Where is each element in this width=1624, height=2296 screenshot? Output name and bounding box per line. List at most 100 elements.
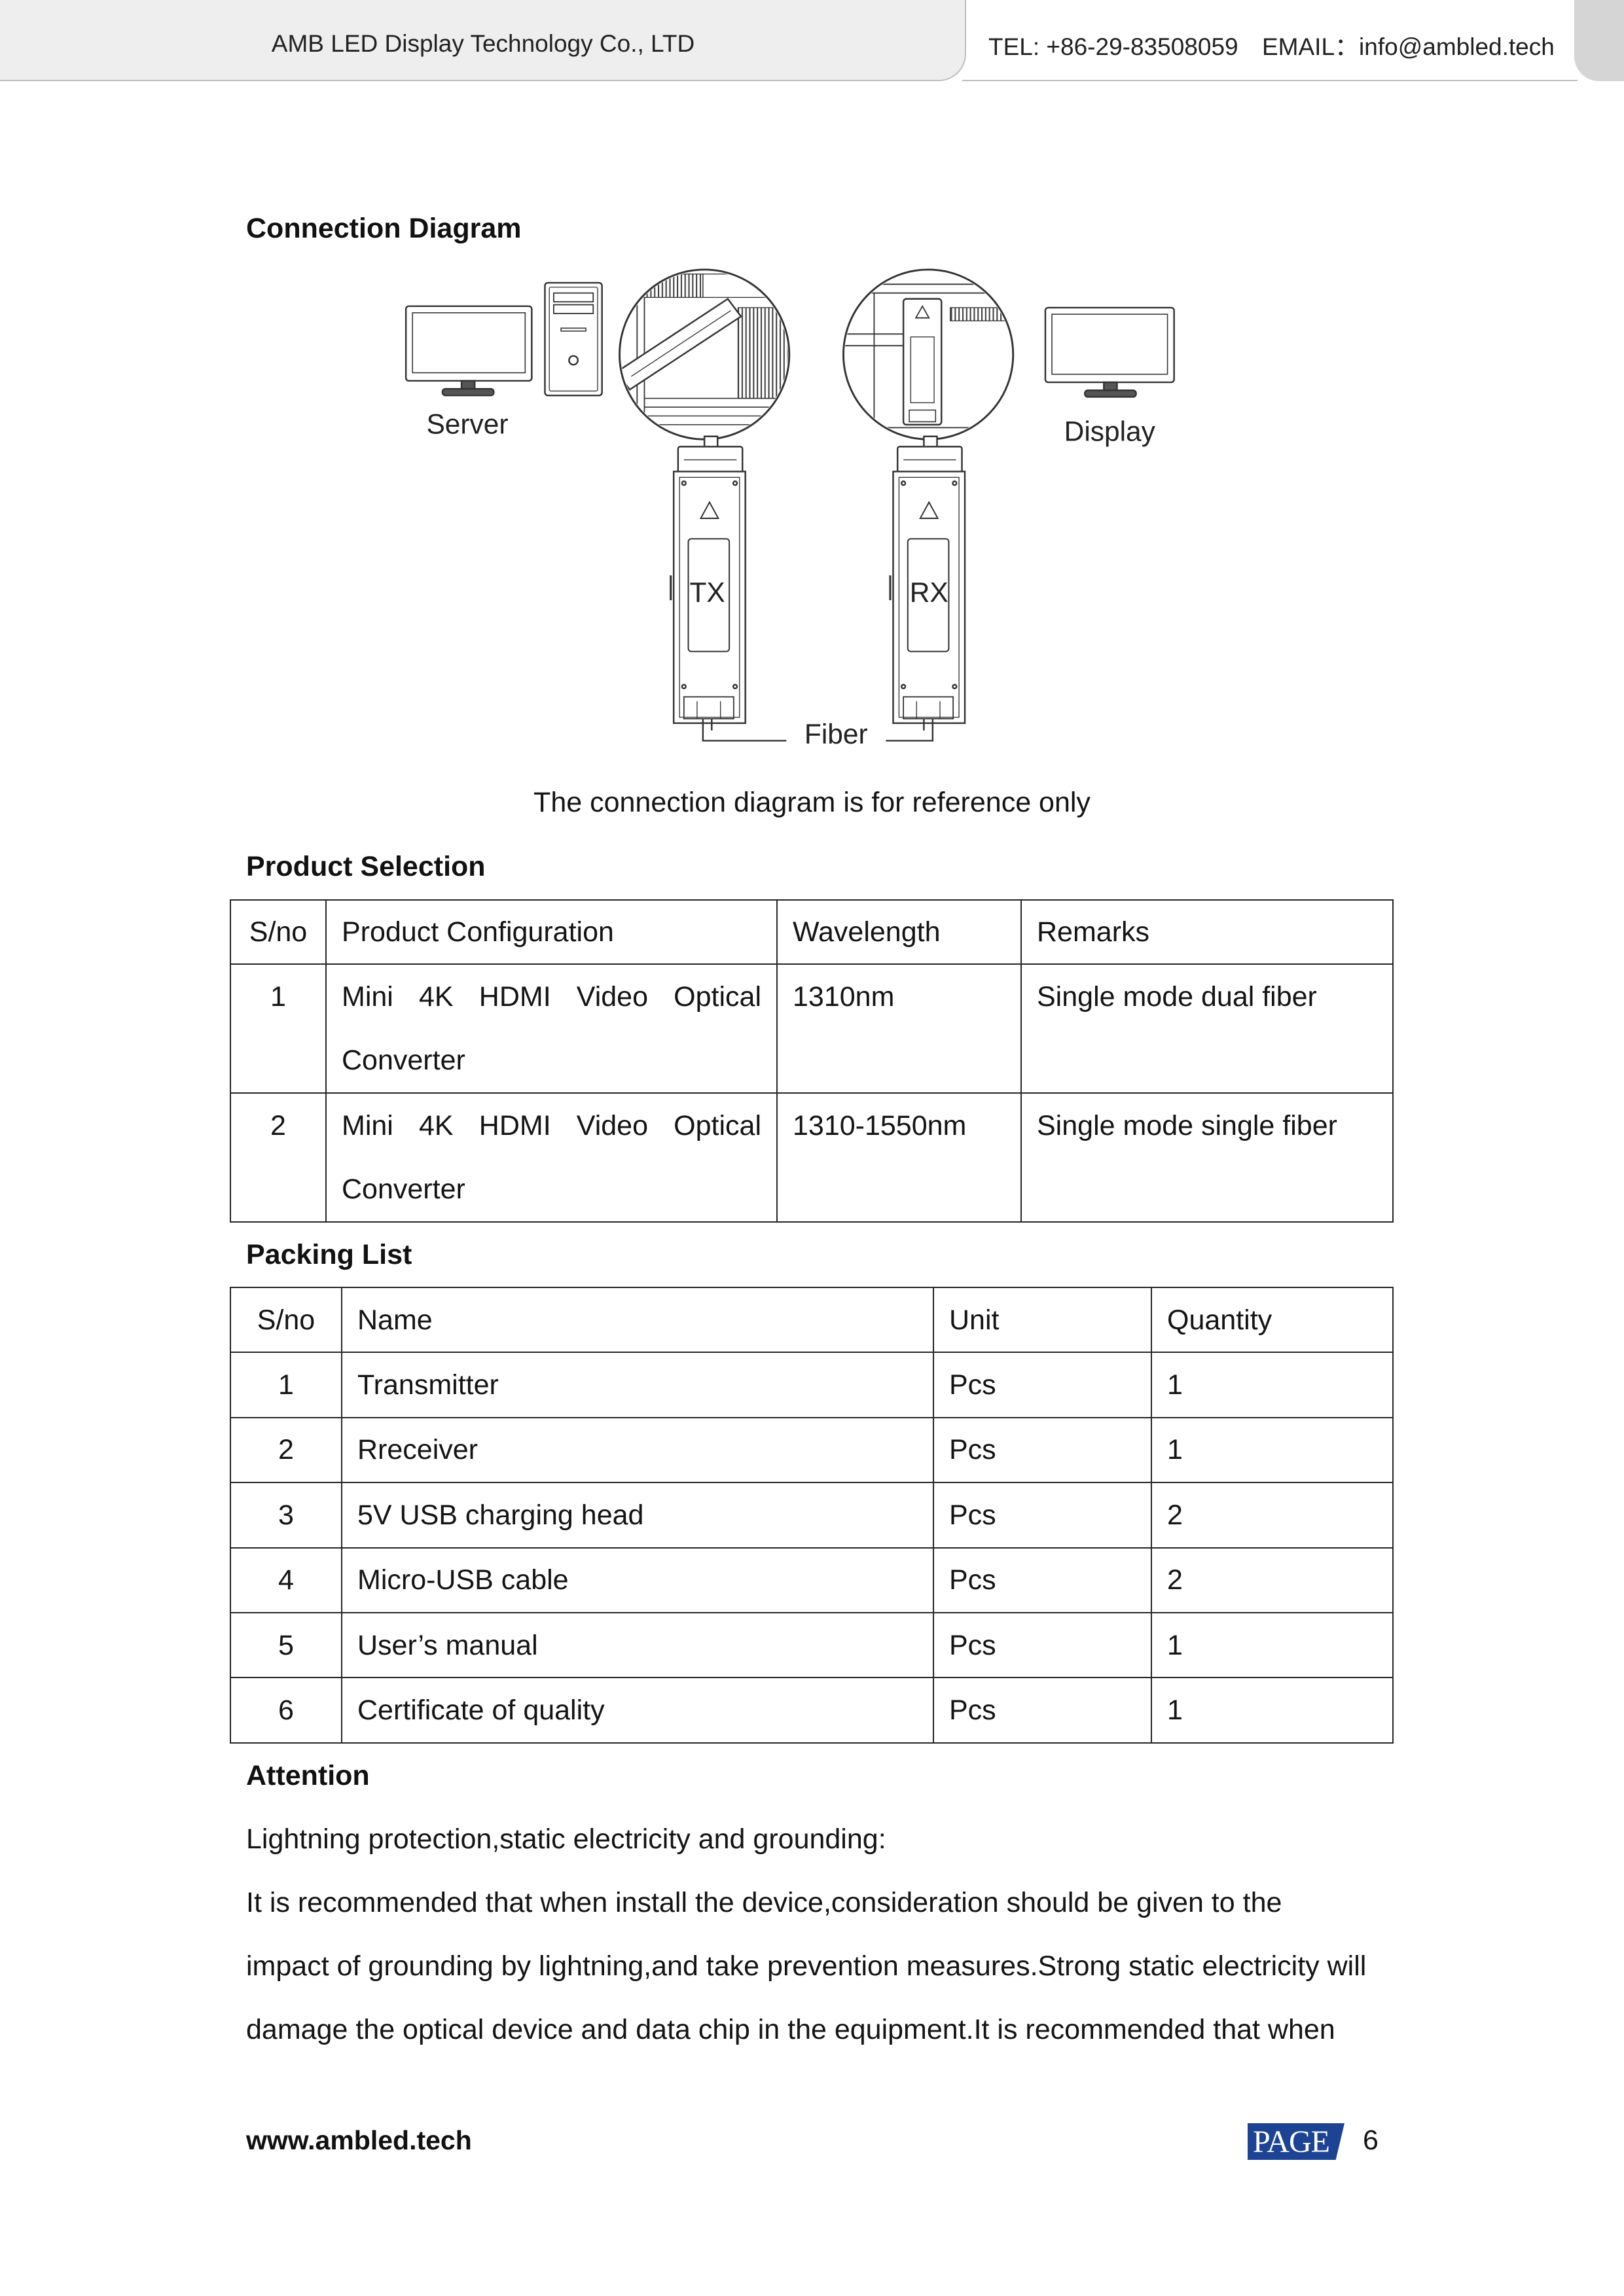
rx-label-window bbox=[907, 538, 950, 653]
display-port-zoom bbox=[842, 268, 1015, 440]
tower-drive-bay bbox=[552, 292, 594, 303]
rx-logo-icon bbox=[919, 501, 939, 519]
display-cable bbox=[844, 333, 904, 347]
server-tower-icon bbox=[544, 281, 603, 397]
table-cell-name: Transmitter bbox=[341, 1352, 934, 1418]
table-cell-quantity: 2 bbox=[1151, 1547, 1394, 1613]
tx-label: TX bbox=[689, 577, 725, 607]
table-row: 4 Micro-USB cable Pcs 2 bbox=[230, 1547, 1394, 1613]
header-rule bbox=[962, 80, 1578, 81]
tower-case bbox=[544, 281, 603, 397]
table-cell-name: Rreceiver bbox=[341, 1416, 934, 1484]
table-cell-unit: Pcs bbox=[933, 1416, 1152, 1484]
page-number: 6 bbox=[1363, 2125, 1379, 2156]
attention-heading: Attention bbox=[246, 1760, 370, 1791]
table-cell-quantity: 1 bbox=[1151, 1677, 1394, 1744]
header-tab: AMB LED Display Technology Co., LTD bbox=[0, 0, 966, 81]
table-row: 6 Certificate of quality Pcs 1 bbox=[230, 1677, 1394, 1744]
table-cell-quantity: 2 bbox=[1151, 1482, 1394, 1549]
table-row: 2 Rreceiver Pcs 1 bbox=[230, 1416, 1394, 1484]
server-monitor-base bbox=[441, 387, 495, 397]
tx-body bbox=[672, 471, 746, 725]
table-cell-wavelength: 1310-1550nm bbox=[776, 1092, 1022, 1223]
connection-diagram-heading: Connection Diagram bbox=[246, 213, 522, 244]
table-row: 1 Transmitter Pcs 1 bbox=[230, 1352, 1394, 1418]
port-panel-hatched bbox=[622, 273, 704, 298]
table-row: 3 5V USB charging head Pcs 2 bbox=[230, 1482, 1394, 1549]
table-cell-sno: 1 bbox=[230, 963, 327, 1094]
table-cell-name: User’s manual bbox=[341, 1611, 934, 1679]
table-header-cell: S/no bbox=[230, 1286, 342, 1354]
product-selection-table: S/no Product Configuration Wavelength Re… bbox=[230, 899, 1394, 1223]
table-cell-unit: Pcs bbox=[933, 1482, 1152, 1549]
table-cell-quantity: 1 bbox=[1151, 1352, 1394, 1418]
attention-line: It is recommended that when install the … bbox=[246, 1887, 1282, 1918]
server-monitor-icon bbox=[405, 305, 533, 397]
table-cell-name: 5V USB charging head bbox=[341, 1482, 934, 1549]
packing-list-table: S/no Name Unit Quantity 1 Transmitter Pc… bbox=[230, 1286, 1394, 1744]
page-badge-logo: PAGE bbox=[1248, 2123, 1344, 2160]
attention-line: damage the optical device and data chip … bbox=[246, 2014, 1335, 2045]
tx-label-window bbox=[687, 538, 731, 653]
table-cell-remarks: Single mode dual fiber bbox=[1020, 963, 1394, 1094]
tower-drive-bay bbox=[552, 304, 594, 314]
attention-line: Lightning protection,static electricity … bbox=[246, 1823, 886, 1855]
attention-text: Lightning protection,static electricity … bbox=[246, 1808, 1366, 2062]
inserted-receiver bbox=[902, 298, 943, 426]
table-header-row: S/no Product Configuration Wavelength Re… bbox=[230, 899, 1394, 965]
header-corner-tab bbox=[1574, 0, 1624, 81]
tower-inner-edge bbox=[549, 287, 598, 392]
tx-screw bbox=[681, 480, 687, 486]
table-header-cell: S/no bbox=[230, 899, 327, 965]
table-cell-sno: 2 bbox=[230, 1092, 327, 1223]
rx-screw bbox=[900, 480, 907, 486]
table-cell-name: Certificate of quality bbox=[341, 1677, 934, 1744]
server-monitor-screen bbox=[412, 312, 526, 374]
server-monitor-frame bbox=[405, 305, 533, 382]
tx-screw bbox=[681, 683, 687, 690]
table-cell-unit: Pcs bbox=[933, 1547, 1152, 1613]
rx-screw bbox=[952, 683, 958, 690]
tower-slot bbox=[560, 327, 586, 332]
table-cell-sno: 1 bbox=[230, 1352, 342, 1418]
table-cell-sno: 6 bbox=[230, 1677, 342, 1744]
company-name: AMB LED Display Technology Co., LTD bbox=[271, 30, 695, 57]
table-cell-quantity: 1 bbox=[1151, 1416, 1394, 1484]
rx-screw bbox=[952, 480, 958, 486]
fiber-cable bbox=[702, 719, 934, 742]
table-header-row: S/no Name Unit Quantity bbox=[230, 1286, 1394, 1354]
table-cell-quantity: 1 bbox=[1151, 1611, 1394, 1679]
receiver-logo-icon bbox=[914, 304, 930, 319]
table-cell-unit: Pcs bbox=[933, 1611, 1152, 1679]
tx-screw bbox=[732, 480, 738, 486]
display-label: Display bbox=[1064, 416, 1156, 446]
display-monitor-base bbox=[1084, 389, 1137, 398]
table-cell-configuration: Mini 4K HDMI Video Optical Converter bbox=[325, 963, 778, 1094]
tx-logo-icon bbox=[699, 501, 720, 519]
server-label: Server bbox=[426, 408, 508, 439]
table-header-cell: Unit bbox=[933, 1286, 1152, 1354]
table-row: 1 Mini 4K HDMI Video Optical Converter 1… bbox=[230, 963, 1394, 1094]
receiver-port bbox=[909, 409, 937, 423]
table-cell-sno: 2 bbox=[230, 1416, 342, 1484]
display-ports-hatched bbox=[949, 307, 1012, 321]
table-row: 5 User’s manual Pcs 1 bbox=[230, 1611, 1394, 1679]
table-header-cell: Product Configuration bbox=[325, 899, 778, 965]
table-header-cell: Remarks bbox=[1020, 899, 1394, 965]
table-cell-unit: Pcs bbox=[933, 1677, 1152, 1744]
rx-label: RX bbox=[910, 577, 948, 607]
packing-list-heading: Packing List bbox=[246, 1239, 412, 1270]
attention-line: impact of grounding by lightning,and tak… bbox=[246, 1950, 1367, 1982]
table-header-cell: Quantity bbox=[1151, 1286, 1394, 1354]
server-port-zoom bbox=[619, 268, 791, 440]
tx-body-inner bbox=[679, 476, 740, 718]
tx-screw bbox=[732, 683, 738, 690]
table-cell-sno: 3 bbox=[230, 1482, 342, 1549]
fiber-label: Fiber bbox=[804, 719, 868, 749]
receiver-window bbox=[910, 336, 935, 404]
table-cell-unit: Pcs bbox=[933, 1352, 1152, 1418]
rx-fiber-port bbox=[903, 696, 954, 720]
table-row: 2 Mini 4K HDMI Video Optical Converter 1… bbox=[230, 1092, 1394, 1223]
footer-website: www.ambled.tech bbox=[246, 2125, 472, 2155]
